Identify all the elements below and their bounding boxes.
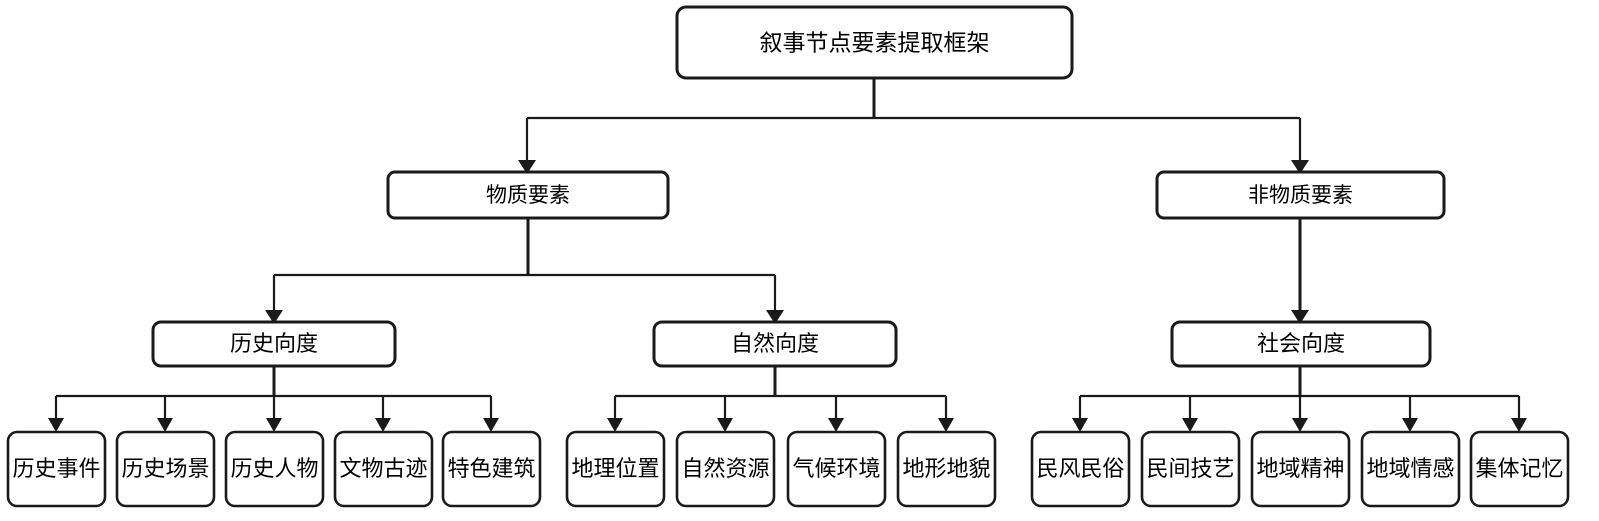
leaf-landform-box[interactable] <box>896 430 997 508</box>
leaf-folk-crafts-box[interactable] <box>1140 430 1241 508</box>
leaf-historical-event-box[interactable] <box>6 430 107 508</box>
arrowhead-leaf-s5 <box>1511 418 1527 432</box>
leaf-cultural-relics-box[interactable] <box>333 430 434 508</box>
node-social-dimension[interactable]: 社会向度 <box>1170 320 1432 368</box>
leaf-folk-customs-box[interactable] <box>1030 430 1131 508</box>
arrowhead-nonmaterial <box>1291 160 1309 174</box>
node-nonmaterial-elements-box[interactable] <box>1155 170 1446 220</box>
arrowhead-leaf-s3 <box>1292 418 1308 432</box>
leaf-folk-customs[interactable]: 民风民俗 <box>1030 430 1131 508</box>
leaf-characteristic-architecture-label: 特色建筑 <box>447 457 535 482</box>
node-historical-dimension-box[interactable] <box>151 320 397 368</box>
leaf-historical-event-label: 历史事件 <box>12 457 100 482</box>
leaf-regional-emotion-label: 地域情感 <box>1366 457 1454 482</box>
node-root-label: 叙事节点要素提取框架 <box>760 31 990 57</box>
node-historical-dimension[interactable]: 历史向度 <box>151 320 397 368</box>
arrowhead-leaf-n1 <box>607 418 623 432</box>
leaf-folk-customs-label: 民风民俗 <box>1036 457 1124 482</box>
arrowhead-leaf-h5 <box>483 418 499 432</box>
node-root-box[interactable] <box>675 5 1074 80</box>
node-natural-dimension[interactable]: 自然向度 <box>652 320 898 368</box>
leaf-geographic-location-box[interactable] <box>565 430 666 508</box>
node-historical-dimension-label: 历史向度 <box>230 332 318 357</box>
arrowhead-leaf-s1 <box>1072 418 1088 432</box>
leaf-regional-emotion-box[interactable] <box>1360 430 1461 508</box>
leaf-historical-scene-box[interactable] <box>115 430 216 508</box>
node-social-dimension-box[interactable] <box>1170 320 1432 368</box>
edge-layer <box>48 78 1527 432</box>
leaf-landform-label: 地形地貌 <box>902 457 990 482</box>
arrowhead-natural <box>766 310 784 324</box>
arrowhead-material <box>518 160 536 174</box>
node-material-elements-box[interactable] <box>386 170 670 220</box>
arrowhead-leaf-h2 <box>157 418 173 432</box>
leaf-collective-memory-box[interactable] <box>1469 430 1570 508</box>
arrowhead-leaf-n4 <box>938 418 954 432</box>
leaf-landform[interactable]: 地形地貌 <box>896 430 997 508</box>
node-root[interactable]: 叙事节点要素提取框架 <box>675 5 1074 80</box>
leaf-characteristic-architecture[interactable]: 特色建筑 <box>441 430 542 508</box>
leaf-regional-spirit-label: 地域精神 <box>1256 457 1344 482</box>
leaf-natural-resources-box[interactable] <box>675 430 776 508</box>
leaf-historical-figure[interactable]: 历史人物 <box>224 430 325 508</box>
arrowhead-leaf-h4 <box>375 418 391 432</box>
leaf-regional-spirit-box[interactable] <box>1250 430 1351 508</box>
arrowhead-leaf-n2 <box>717 418 733 432</box>
leaf-historical-figure-label: 历史人物 <box>230 457 318 482</box>
arrowhead-leaf-h1 <box>48 418 64 432</box>
node-nonmaterial-elements[interactable]: 非物质要素 <box>1155 170 1446 220</box>
leaf-geographic-location-label: 地理位置 <box>571 457 659 482</box>
leaf-historical-event[interactable]: 历史事件 <box>6 430 107 508</box>
leaf-cultural-relics-label: 文物古迹 <box>339 457 427 482</box>
leaf-historical-scene-label: 历史场景 <box>121 457 209 482</box>
leaf-climate-environment[interactable]: 气候环境 <box>786 430 887 508</box>
arrowhead-leaf-n3 <box>828 418 844 432</box>
leaf-cultural-relics[interactable]: 文物古迹 <box>333 430 434 508</box>
arrowhead-historical <box>265 310 283 324</box>
node-natural-dimension-box[interactable] <box>652 320 898 368</box>
leaf-historical-figure-box[interactable] <box>224 430 325 508</box>
node-material-elements-label: 物质要素 <box>486 183 570 207</box>
leaf-natural-resources[interactable]: 自然资源 <box>675 430 776 508</box>
leaf-regional-spirit[interactable]: 地域精神 <box>1250 430 1351 508</box>
arrowhead-leaf-h3 <box>266 418 282 432</box>
node-material-elements[interactable]: 物质要素 <box>386 170 670 220</box>
leaf-regional-emotion[interactable]: 地域情感 <box>1360 430 1461 508</box>
leaf-historical-scene[interactable]: 历史场景 <box>115 430 216 508</box>
leaf-geographic-location[interactable]: 地理位置 <box>565 430 666 508</box>
leaf-folk-crafts-label: 民间技艺 <box>1146 457 1234 482</box>
leaf-climate-environment-label: 气候环境 <box>792 457 880 482</box>
leaf-collective-memory-label: 集体记忆 <box>1475 457 1563 482</box>
arrowhead-leaf-s4 <box>1402 418 1418 432</box>
arrowhead-social <box>1291 310 1309 324</box>
arrowhead-leaf-s2 <box>1182 418 1198 432</box>
node-social-dimension-label: 社会向度 <box>1257 332 1345 357</box>
node-nonmaterial-elements-label: 非物质要素 <box>1248 183 1353 207</box>
node-natural-dimension-label: 自然向度 <box>731 332 819 357</box>
leaf-characteristic-architecture-box[interactable] <box>441 430 542 508</box>
leaf-folk-crafts[interactable]: 民间技艺 <box>1140 430 1241 508</box>
leaf-collective-memory[interactable]: 集体记忆 <box>1469 430 1570 508</box>
leaf-climate-environment-box[interactable] <box>786 430 887 508</box>
leaf-natural-resources-label: 自然资源 <box>681 457 769 482</box>
